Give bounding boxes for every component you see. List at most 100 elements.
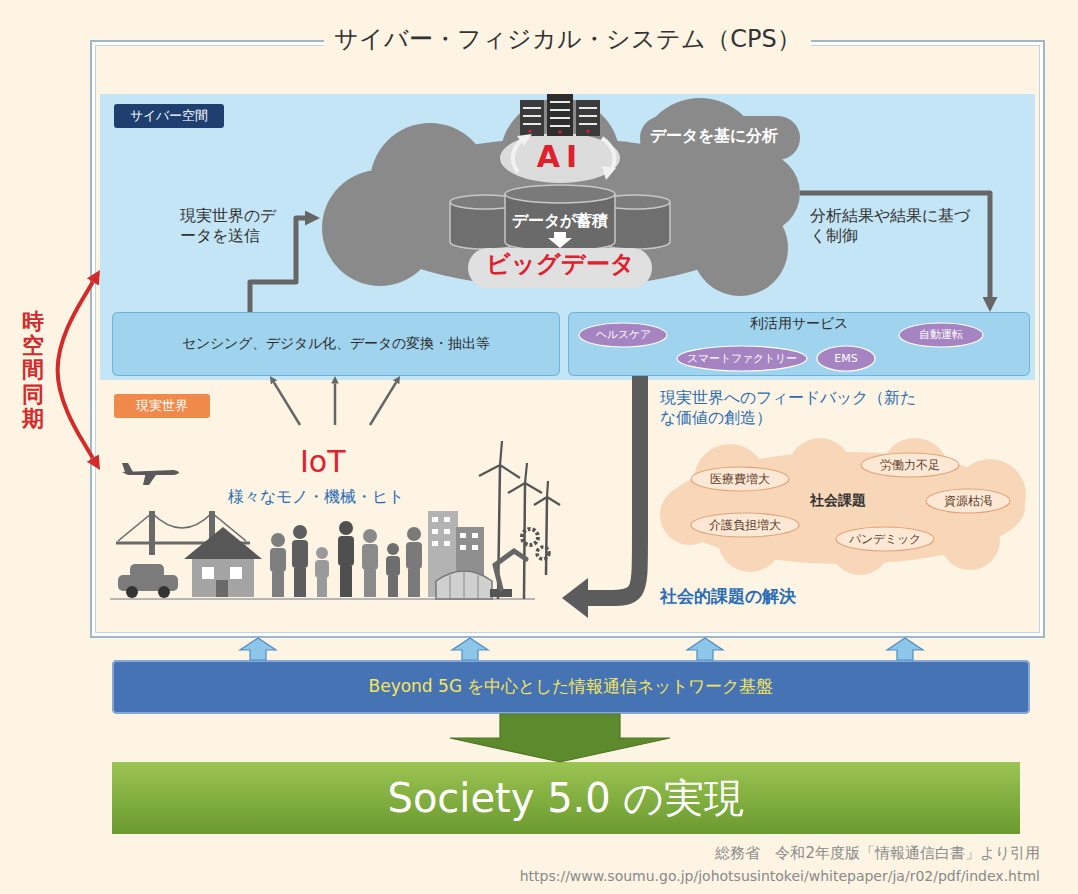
person-icon-part [293, 525, 307, 539]
region-tag: サイバー空間 [114, 104, 224, 128]
issue-name: 医療費増大 [710, 472, 770, 487]
service-oval: 自動運転 [898, 322, 984, 348]
cloud-lobe [640, 116, 800, 160]
server-rack [576, 100, 600, 136]
big-data-label-holder: ビッグデータ [320, 249, 800, 279]
cloud-lobe [322, 170, 438, 286]
network-arrow-shape [887, 638, 923, 660]
source-url: https://www.soumu.go.jp/johotsusintokei/… [300, 868, 1040, 886]
person-icon [315, 547, 329, 597]
person-icon-part [340, 566, 352, 597]
rack-led [528, 129, 531, 132]
network-arrow [452, 638, 488, 660]
rack-led [586, 129, 589, 132]
database-top [505, 185, 615, 203]
feedback-label: 現実世界へのフィードバック（新たな価値の創造） [660, 388, 930, 428]
oval-outline [691, 513, 799, 537]
sensing-arrow [274, 382, 300, 425]
band-title-holder: 利活用サービス [568, 315, 1030, 333]
person-icon-part [271, 533, 285, 547]
sensing-arrow [335, 384, 336, 426]
network-bar: Beyond 5G を中心とした情報通信ネットワーク基盤 [112, 660, 1030, 714]
service-name-holder: 自動運転 [898, 322, 984, 348]
gear-icon [537, 547, 549, 559]
cloud-lobe [660, 485, 720, 545]
sync-label: 時空間同期 [22, 310, 44, 431]
cloud-title-holder: 社会課題 [810, 492, 866, 510]
oval-outline [691, 467, 789, 491]
sync-arrow-path [58, 282, 93, 458]
house-door [216, 580, 228, 597]
storage-label: データが蓄積 [320, 211, 800, 231]
person-icon [406, 527, 422, 597]
person-icon-part [338, 536, 354, 566]
oval-outline [579, 323, 667, 347]
sync-arrow [58, 282, 93, 458]
person-icon-part [406, 542, 422, 569]
region-tag-holder: 現実世界 [114, 394, 210, 418]
person-icon-part [388, 576, 398, 597]
source-caption: 総務省 令和2年度版「情報通信白書」より引用 [300, 844, 1040, 863]
network-arrow [240, 638, 276, 660]
big-data-label: ビッグデータ [320, 249, 800, 279]
issue-name: 資源枯渇 [944, 494, 992, 509]
service-name: 自動運転 [919, 328, 963, 342]
bridge-tower [149, 511, 155, 555]
person-icon-part [316, 547, 328, 559]
oval-outline [926, 489, 1010, 513]
person-icon-part [270, 548, 286, 572]
down-arrow [548, 232, 572, 248]
issue-oval: パンデミック [835, 526, 935, 552]
cps-frame: AIデータを基に分析データが蓄積ビッグデータセンシング、デジタル化、データの変換… [90, 40, 1045, 638]
house-window [230, 567, 242, 579]
edge-label-holder: 社会的課題の解決 [660, 586, 796, 607]
person-icon [386, 543, 400, 597]
person-icon [292, 525, 308, 597]
rack-led [558, 130, 561, 133]
region-tag: 現実世界 [114, 394, 210, 418]
person-icon-part [386, 556, 400, 576]
cloud-title: 社会課題 [810, 492, 866, 510]
sensing-band: センシング、デジタル化、データの変換・抽出等 [112, 312, 560, 376]
region-tag-holder: サイバー空間 [114, 104, 224, 128]
person-icon [362, 529, 378, 597]
issue-oval: 資源枯渇 [925, 488, 1011, 514]
bar-label: Beyond 5G を中心とした情報通信ネットワーク基盤 [369, 676, 774, 697]
network-arrow [687, 638, 723, 660]
sensing-arrow-path [370, 382, 396, 425]
service-oval: スマートファクトリー [676, 345, 808, 372]
service-band: ヘルスケアスマートファクトリーEMS自動運転利活用サービス [568, 312, 1030, 376]
building-windows [432, 517, 478, 550]
issue-name-holder: 医療費増大 [690, 466, 790, 492]
frame-title-holder: サイバー・フィジカル・システム（CPS） [90, 24, 1045, 54]
airplane-tail [122, 463, 133, 472]
things-label-holder: 様々なモノ・機械・ヒト [228, 487, 404, 507]
oval-outline [836, 527, 934, 551]
sensing-arrow-path [274, 382, 300, 425]
server-rack [520, 100, 544, 136]
house-window [202, 567, 214, 579]
feedback-arrow [562, 376, 640, 618]
source-url-holder: https://www.soumu.go.jp/johotsusintokei/… [300, 868, 1040, 886]
real-world-region: IoT様々なモノ・機械・ヒト労働力不足医療費増大資源枯渇介護負担増大パンデミック… [100, 380, 1035, 632]
issue-name-holder: 労働力不足 [860, 452, 960, 478]
greenhouse-ribs [450, 571, 478, 599]
person-icon [270, 533, 286, 597]
rack-lines [523, 102, 597, 126]
goal-label: Society 5.0 の実現 [388, 773, 745, 823]
issue-name-holder: パンデミック [835, 526, 935, 552]
oval-outline [817, 346, 875, 371]
edge-label-holder: 現実世界のデータを送信 [180, 206, 280, 246]
person-icon-part [272, 572, 284, 597]
oval-outline [861, 453, 959, 477]
band-title: 利活用サービス [568, 315, 1030, 333]
goal-label-holder: Society 5.0 の実現 [112, 762, 1020, 834]
cycle-arrow-head [517, 134, 532, 146]
service-name: スマートファクトリー [687, 352, 797, 366]
cycle-arrow-head [602, 166, 616, 180]
edge-label: 現実世界のデータを送信 [180, 206, 280, 246]
car-wheel [158, 586, 170, 598]
issue-oval: 介護負担増大 [690, 512, 800, 538]
service-oval: EMS [816, 345, 876, 372]
